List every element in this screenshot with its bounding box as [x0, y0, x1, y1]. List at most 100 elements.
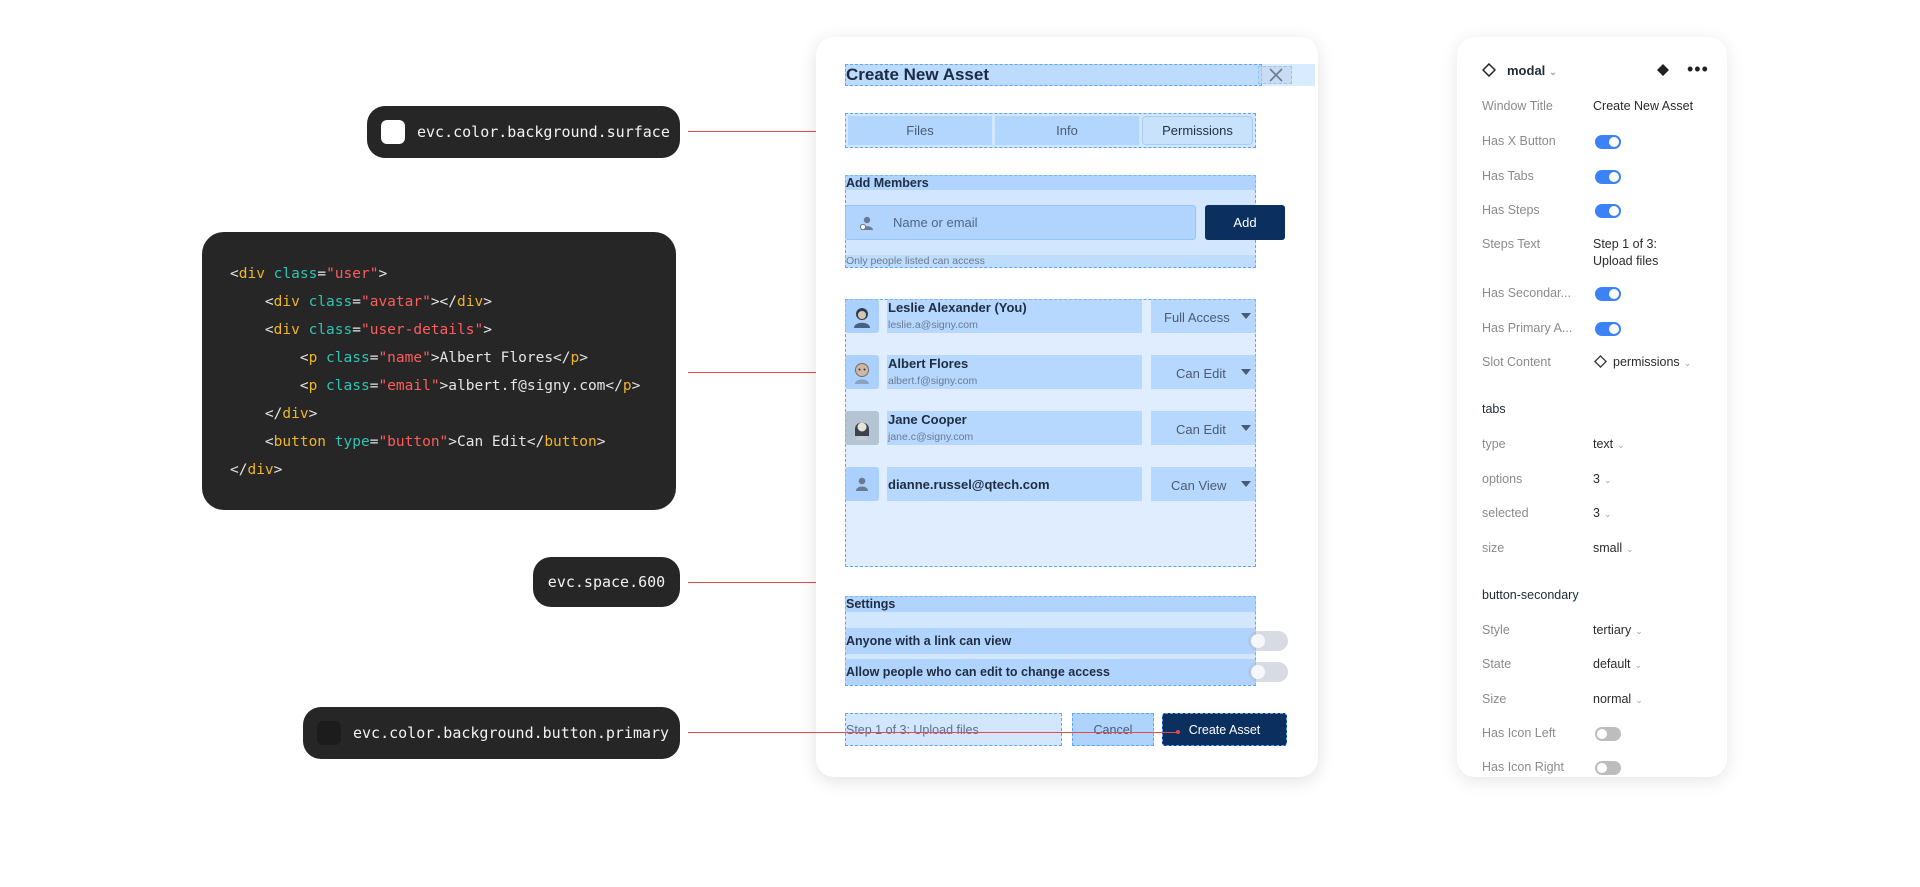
member-details — [887, 299, 1142, 333]
slot-content-label: Slot Content — [1482, 355, 1551, 369]
close-icon[interactable] — [1269, 68, 1283, 82]
link-view-toggle[interactable] — [1248, 631, 1288, 651]
tab-files[interactable] — [848, 116, 992, 145]
tabs-size-label: size — [1482, 541, 1505, 555]
tabs-size-value[interactable]: small⌄ — [1593, 541, 1634, 555]
member-email: albert.f@signy.com — [888, 375, 978, 387]
surface-token-label: evc.color.background.surface — [417, 123, 670, 141]
surface-connector — [688, 131, 829, 132]
has-icon-left-toggle[interactable] — [1595, 727, 1621, 741]
member-name: Leslie Alexander (You) — [888, 300, 1027, 315]
tab-permissions-label: Permissions — [1162, 123, 1233, 138]
has-icon-left-label: Has Icon Left — [1482, 726, 1556, 740]
state-label: State — [1482, 657, 1512, 671]
slot-diamond-icon — [1594, 355, 1607, 368]
tab-info[interactable] — [995, 116, 1139, 145]
code-line-3: <div class="user-details"> — [264, 322, 492, 338]
create-asset-modal: Create New Asset Files Info Permissions … — [816, 37, 1318, 777]
component-instance-icon[interactable] — [1657, 64, 1669, 76]
chevron-down-icon: ⌄ — [1635, 626, 1643, 636]
code-line-4: <p class="name">Albert Flores</p> — [299, 350, 588, 366]
style-value[interactable]: tertiary⌄ — [1593, 623, 1643, 637]
code-line-5: <p class="email">albert.f@signy.com</p> — [299, 378, 641, 394]
access-dropdown[interactable] — [1151, 411, 1256, 445]
avatar-illustration-icon — [855, 363, 869, 384]
chevron-down-icon: ⌄ — [1603, 475, 1612, 485]
has-secondary-toggle[interactable] — [1595, 287, 1621, 301]
space-token-pill: evc.space.600 — [533, 557, 680, 607]
chevron-down-icon: ⌄ — [1683, 358, 1692, 368]
add-member-button[interactable] — [1205, 205, 1285, 240]
member-details — [887, 467, 1142, 501]
create-asset-button-label[interactable]: Create Asset — [1188, 723, 1261, 737]
tabs-type-value[interactable]: text⌄ — [1593, 437, 1625, 451]
member-name: Jane Cooper — [888, 412, 967, 427]
person-icon — [859, 216, 873, 231]
code-line-7: <button type="button">Can Edit</button> — [264, 434, 606, 450]
access-dropdown-label: Can View — [1171, 478, 1227, 493]
steps-text-label: Steps Text — [1482, 237, 1541, 251]
space-token-label: evc.space.600 — [547, 573, 666, 591]
member-email: leslie.a@signy.com — [888, 319, 978, 331]
create-asset-button[interactable] — [1162, 713, 1287, 746]
access-dropdown[interactable] — [1151, 467, 1256, 501]
more-options-icon[interactable]: ••• — [1687, 59, 1709, 79]
chevron-down-icon: ⌄ — [1635, 695, 1643, 705]
avatar-illustration-icon — [854, 308, 870, 328]
has-icon-right-toggle[interactable] — [1595, 761, 1621, 775]
add-members-heading-bar — [845, 175, 1256, 190]
add-members-heading: Add Members — [846, 176, 929, 190]
surface-swatch — [381, 120, 405, 144]
access-dropdown[interactable] — [1151, 355, 1256, 389]
settings-heading: Settings — [846, 597, 896, 611]
tabs-options-label: options — [1482, 472, 1523, 486]
setting-change-access-label: Allow people who can edit to change acce… — [846, 665, 1110, 679]
add-member-button-label[interactable]: Add — [1233, 215, 1257, 230]
has-steps-label: Has Steps — [1482, 203, 1540, 217]
tabs-selected-value[interactable]: 3⌄ — [1593, 506, 1612, 520]
state-value[interactable]: default⌄ — [1593, 657, 1643, 671]
style-label: Style — [1482, 623, 1510, 637]
primary-connector — [688, 732, 1178, 733]
cancel-button[interactable] — [1072, 713, 1154, 746]
size-value[interactable]: normal⌄ — [1593, 692, 1643, 706]
code-line-8: </div> — [230, 462, 283, 478]
settings-heading-bar — [845, 596, 1256, 612]
steps-text-value-line2[interactable]: Upload files — [1593, 254, 1659, 268]
member-search-field[interactable] — [845, 205, 1196, 240]
has-tabs-toggle[interactable] — [1595, 170, 1621, 184]
component-diamond-icon — [1482, 63, 1496, 77]
steps-text-value-line1[interactable]: Step 1 of 3: — [1593, 237, 1657, 251]
access-dropdown-label: Full Access — [1164, 310, 1230, 325]
slot-content-value[interactable]: permissions⌄ — [1613, 355, 1692, 369]
access-hint-bar — [845, 255, 1256, 267]
code-line-2: <div class="avatar"></div> — [264, 294, 492, 310]
member-search-placeholder[interactable]: Name or email — [893, 215, 978, 230]
properties-panel: modal⌄ ••• Window Title Create New Asset… — [1457, 37, 1727, 777]
primary-swatch — [317, 721, 341, 745]
member-details — [887, 411, 1142, 445]
access-dropdown-label: Can Edit — [1176, 422, 1226, 437]
footer-steps: Step 1 of 3: Upload files — [846, 723, 979, 737]
change-access-toggle[interactable] — [1248, 662, 1288, 682]
window-title-value[interactable]: Create New Asset — [1593, 99, 1694, 113]
has-primary-toggle[interactable] — [1595, 322, 1621, 336]
chevron-down-icon: ⌄ — [1626, 544, 1634, 554]
access-dropdown[interactable] — [1151, 299, 1256, 333]
has-steps-toggle[interactable] — [1595, 204, 1621, 218]
tab-permissions[interactable] — [1142, 116, 1253, 145]
primary-token-pill: evc.color.background.button.primary — [303, 707, 680, 759]
chevron-down-icon: ⌄ — [1617, 440, 1625, 450]
caret-down-icon — [1241, 369, 1251, 375]
access-dropdown-label: Can Edit — [1176, 366, 1226, 381]
has-x-button-toggle[interactable] — [1595, 135, 1621, 149]
setting-row-link-view — [845, 628, 1256, 654]
button-secondary-section-heading: button-secondary — [1482, 588, 1579, 602]
component-name[interactable]: modal⌄ — [1507, 63, 1557, 78]
tabs-options-value[interactable]: 3⌄ — [1593, 472, 1612, 486]
has-icon-right-label: Has Icon Right — [1482, 760, 1564, 774]
surface-token-pill: evc.color.background.surface — [367, 106, 680, 158]
cancel-button-label[interactable]: Cancel — [1093, 723, 1133, 737]
has-secondary-label: Has Secondar... — [1482, 286, 1571, 300]
chevron-down-icon: ⌄ — [1603, 509, 1612, 519]
